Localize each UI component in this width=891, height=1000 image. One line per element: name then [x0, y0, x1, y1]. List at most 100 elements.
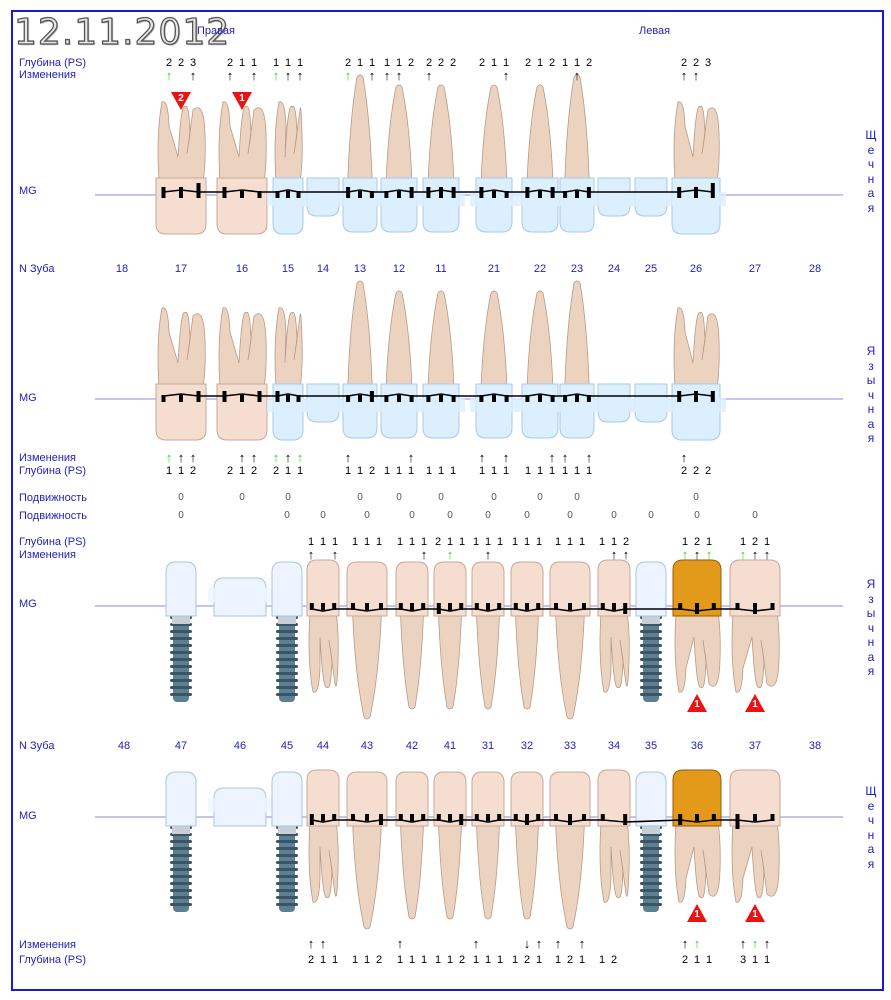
pocket-depth-bar	[240, 395, 244, 402]
furcation-grade: 1	[239, 93, 245, 104]
tooth-no-label-lower: N Зуба	[19, 740, 55, 752]
tooth-number-15: 15	[281, 263, 295, 275]
tooth-number-27: 27	[748, 263, 762, 275]
furcation-triangle-icon	[171, 92, 191, 110]
lower-buccal-depth: 1	[598, 954, 606, 966]
lower-buccal-tooth-32	[510, 771, 544, 920]
lower-lingual-depth: 1	[535, 536, 543, 548]
upper-buccal-depth: 3	[189, 57, 197, 69]
furcation-grade: 1	[752, 909, 758, 920]
upper-buccal-depth: 1	[296, 57, 304, 69]
upper-mobility-13: 0	[357, 492, 363, 503]
pocket-depth-bar	[448, 814, 452, 821]
lower-buccal-depth: 1	[705, 954, 713, 966]
lower-mobility-34: 0	[611, 510, 617, 521]
lower-lingual-change-up-arrow-icon: ↑	[307, 547, 315, 562]
lower-buccal-depth: 2	[681, 954, 689, 966]
pocket-depth-bar	[161, 395, 166, 402]
upper-buccal-tooth-12	[375, 84, 423, 233]
lower-buccal-depth: 1	[351, 954, 359, 966]
upper-buccal-depth: 2	[585, 57, 593, 69]
upper-buccal-depth: 1	[272, 57, 280, 69]
tooth-number-32: 32	[520, 740, 534, 752]
upper-buccal-change-up-arrow-icon: ↑	[250, 68, 258, 83]
upper-lingual-depth: 1	[425, 465, 433, 477]
lower-buccal-tooth-43	[346, 771, 388, 930]
tooth-number-25: 25	[644, 263, 658, 275]
lower-buccal-change-up-arrow-icon: ↑	[681, 936, 689, 951]
upper-buccal-depth: 2	[344, 57, 352, 69]
pocket-depth-bar	[309, 603, 314, 610]
lower-lingual-change-up-arrow-icon: ↑	[705, 547, 713, 562]
lower-lingual-tooth-34	[597, 559, 631, 693]
lower-lingual-change-up-arrow-icon: ↑	[693, 547, 701, 562]
upper-buccal-change-up-arrow-icon: ↑	[272, 68, 280, 83]
pocket-depth-bar	[384, 191, 389, 198]
furcation-triangle-icon	[232, 92, 252, 110]
upper-buccal-tooth-13	[337, 74, 383, 233]
lower-buccal-change-up-arrow-icon: ↑	[319, 936, 327, 951]
tooth-number-46: 46	[233, 740, 247, 752]
upper-lingual-depth: 1	[238, 465, 246, 477]
pocket-depth-bar	[753, 603, 757, 614]
lower-lingual-tooth-45	[271, 561, 303, 702]
upper-mobility-23: 0	[574, 492, 580, 503]
pocket-depth-bar	[448, 603, 452, 610]
lower-buccal-depth: 1	[396, 954, 404, 966]
upper-buccal-change-up-arrow-icon: ↑	[502, 68, 510, 83]
tooth-number-21: 21	[487, 263, 501, 275]
tooth-number-48: 48	[117, 740, 131, 752]
lower-buccal-gingival-line	[311, 819, 773, 823]
lower-buccal-tooth-33	[549, 771, 591, 930]
upper-lingual-depth: 1	[383, 465, 391, 477]
upper-lingual-depth: 2	[680, 465, 688, 477]
upper-buccal-depth: 2	[449, 57, 457, 69]
upper-mobility-26: 0	[693, 492, 699, 503]
lower-buccal-change-up-arrow-icon: ↑	[472, 936, 480, 951]
lower-buccal-depth: 1	[446, 954, 454, 966]
lower-mobility-44: 0	[320, 510, 326, 521]
tooth-number-28: 28	[808, 263, 822, 275]
tooth-number-16: 16	[235, 263, 249, 275]
upper-lingual-depth: 2	[704, 465, 712, 477]
lower-buccal-depth: 1	[408, 954, 416, 966]
upper-lingual-change-up-arrow-icon: ↑	[502, 450, 510, 465]
pocket-depth-bar	[358, 191, 362, 198]
pocket-depth-bar	[421, 603, 426, 610]
upper-lingual-change-up-arrow-icon: ↑	[284, 450, 292, 465]
pocket-depth-bar	[563, 395, 568, 402]
upper-lingual-change-up-arrow-icon: ↑	[165, 450, 173, 465]
mg-label-4: MG	[19, 810, 37, 822]
upper-buccal-tooth-16	[216, 101, 268, 235]
pocket-depth-bar	[379, 603, 383, 610]
upper-buccal-depth: 1	[395, 57, 403, 69]
upper-buccal-depth: 3	[704, 57, 712, 69]
lower-mobility-31: 0	[485, 510, 491, 521]
lower-buccal-tooth-46	[208, 787, 272, 827]
lower-buccal-depth: 1	[319, 954, 327, 966]
upper-buccal-tooth-21	[470, 84, 518, 233]
lower-lingual-depth: 1	[458, 536, 466, 548]
pocket-depth-bar	[612, 603, 616, 610]
upper-buccal-depth: 2	[226, 57, 234, 69]
upper-lingual-change-up-arrow-icon: ↑	[680, 450, 688, 465]
pocket-depth-bar	[421, 814, 426, 821]
pocket-depth-bar	[497, 814, 502, 821]
upper-buccal-depth: 1	[490, 57, 498, 69]
furcation-triangle-icon	[687, 694, 707, 712]
pocket-depth-bar	[459, 603, 464, 610]
lower-lingual-depth: 1	[681, 536, 689, 548]
upper-buccal-tooth-25	[629, 177, 673, 217]
upper-lingual-change-up-arrow-icon: ↑	[407, 450, 415, 465]
upper-lingual-depth: 2	[692, 465, 700, 477]
upper-lingual-depth: 1	[490, 465, 498, 477]
upper-mobility-12: 0	[396, 492, 402, 503]
pocket-depth-bar	[600, 814, 605, 821]
lower-lingual-change-up-arrow-icon: ↑	[622, 547, 630, 562]
upper-lingual-depth: 1	[356, 465, 364, 477]
upper-lingual-change-up-arrow-icon: ↑	[250, 450, 258, 465]
tooth-number-26: 26	[689, 263, 703, 275]
upper-buccal-tooth-14	[301, 177, 345, 217]
lower-lingual-tooth-41	[433, 561, 467, 710]
